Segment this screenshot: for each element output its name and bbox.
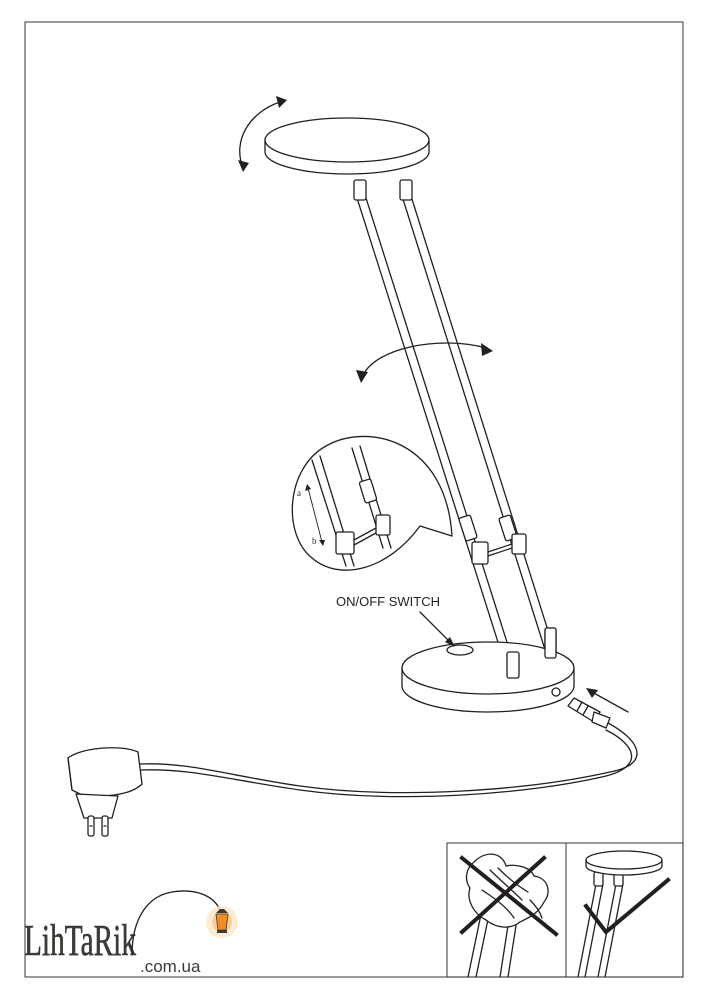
check-mark bbox=[583, 877, 671, 935]
wrong-usage-illustration bbox=[459, 853, 559, 978]
switch-leader bbox=[419, 611, 453, 645]
lantern-icon bbox=[206, 906, 238, 938]
correct-usage-illustration bbox=[577, 850, 671, 978]
dc-plug bbox=[567, 697, 611, 729]
lamp-base bbox=[401, 627, 575, 713]
lihtarik-logo: LihTaRik .com.ua bbox=[24, 890, 238, 976]
logo-domain: .com.ua bbox=[140, 957, 201, 976]
arm-rotate-arrow bbox=[356, 342, 493, 383]
detail-label-a: a bbox=[297, 488, 301, 498]
lamp-head bbox=[264, 117, 430, 175]
dc-socket bbox=[551, 687, 561, 697]
logo-swirl bbox=[131, 890, 221, 956]
plug-in-arrow bbox=[586, 688, 629, 713]
detail-label-b: b bbox=[312, 536, 317, 546]
on-off-switch bbox=[446, 644, 474, 656]
logo-wordmark: LihTaRik bbox=[24, 916, 136, 965]
switch-label: ON/OFF SWITCH bbox=[336, 594, 440, 609]
usage-panel bbox=[446, 842, 684, 978]
head-rotate-arrow bbox=[238, 96, 287, 172]
detail-callout bbox=[291, 435, 453, 571]
power-adapter bbox=[67, 747, 143, 837]
cross-mark bbox=[459, 855, 559, 937]
power-cable bbox=[139, 722, 638, 798]
page-frame bbox=[24, 21, 684, 978]
